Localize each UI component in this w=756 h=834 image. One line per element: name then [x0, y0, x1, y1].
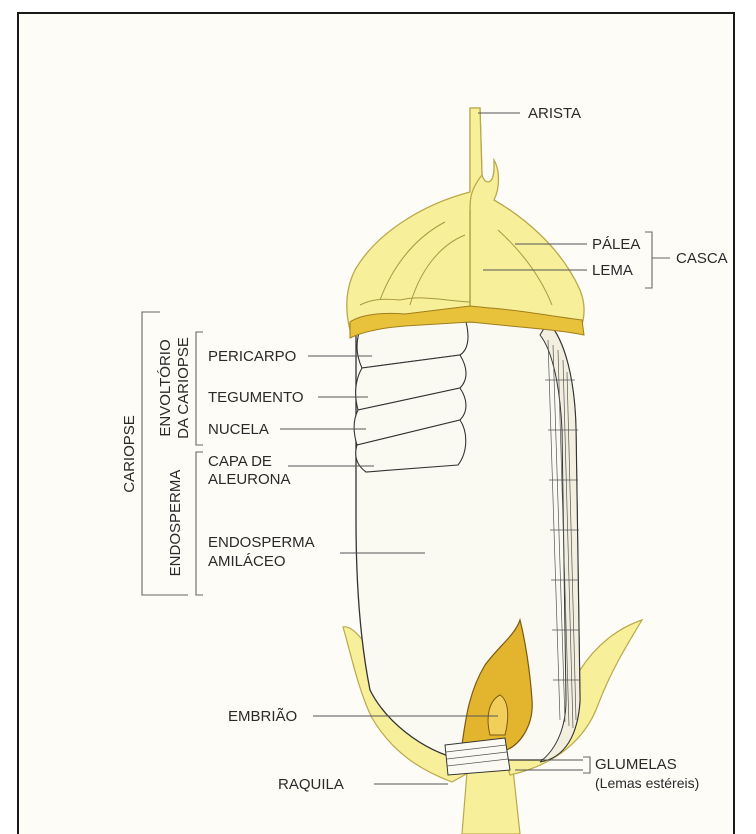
label-nucela: NUCELA [208, 421, 269, 438]
embryo-base [445, 738, 510, 775]
endosperma-bracket [196, 452, 203, 595]
label-palea: PÁLEA [592, 236, 640, 253]
husk-palea [470, 108, 584, 330]
glumelas-bracket [583, 757, 590, 773]
label-capa-de: CAPA DE [208, 453, 272, 470]
husk-lema [347, 108, 482, 330]
label-lema: LEMA [592, 262, 633, 279]
label-lemas-estereis: (Lemas estéreis) [595, 775, 699, 791]
label-endosperma-amilaceo-line2: AMILÁCEO [208, 553, 286, 570]
label-aleurona: ALEURONA [208, 471, 291, 488]
label-arista: ARISTA [528, 105, 581, 122]
label-raquila: RAQUILA [278, 776, 344, 793]
label-envoltorio-line1: ENVOLTÓRIO [157, 339, 174, 436]
label-embriao: EMBRIÃO [228, 708, 297, 725]
envoltorio-bracket [196, 332, 203, 445]
label-envoltorio-line2: DA CARIOPSE [175, 337, 192, 439]
label-casca: CASCA [676, 250, 728, 267]
label-cariopse: CARIOPSE [121, 415, 138, 493]
label-pericarpo: PERICARPO [208, 348, 296, 365]
label-endosperma-amilaceo-line1: ENDOSPERMA [208, 534, 315, 551]
label-endosperma-group: ENDOSPERMA [167, 470, 184, 577]
label-glumelas: GLUMELAS [595, 756, 677, 773]
label-tegumento: TEGUMENTO [208, 389, 304, 406]
casca-bracket [645, 232, 652, 288]
